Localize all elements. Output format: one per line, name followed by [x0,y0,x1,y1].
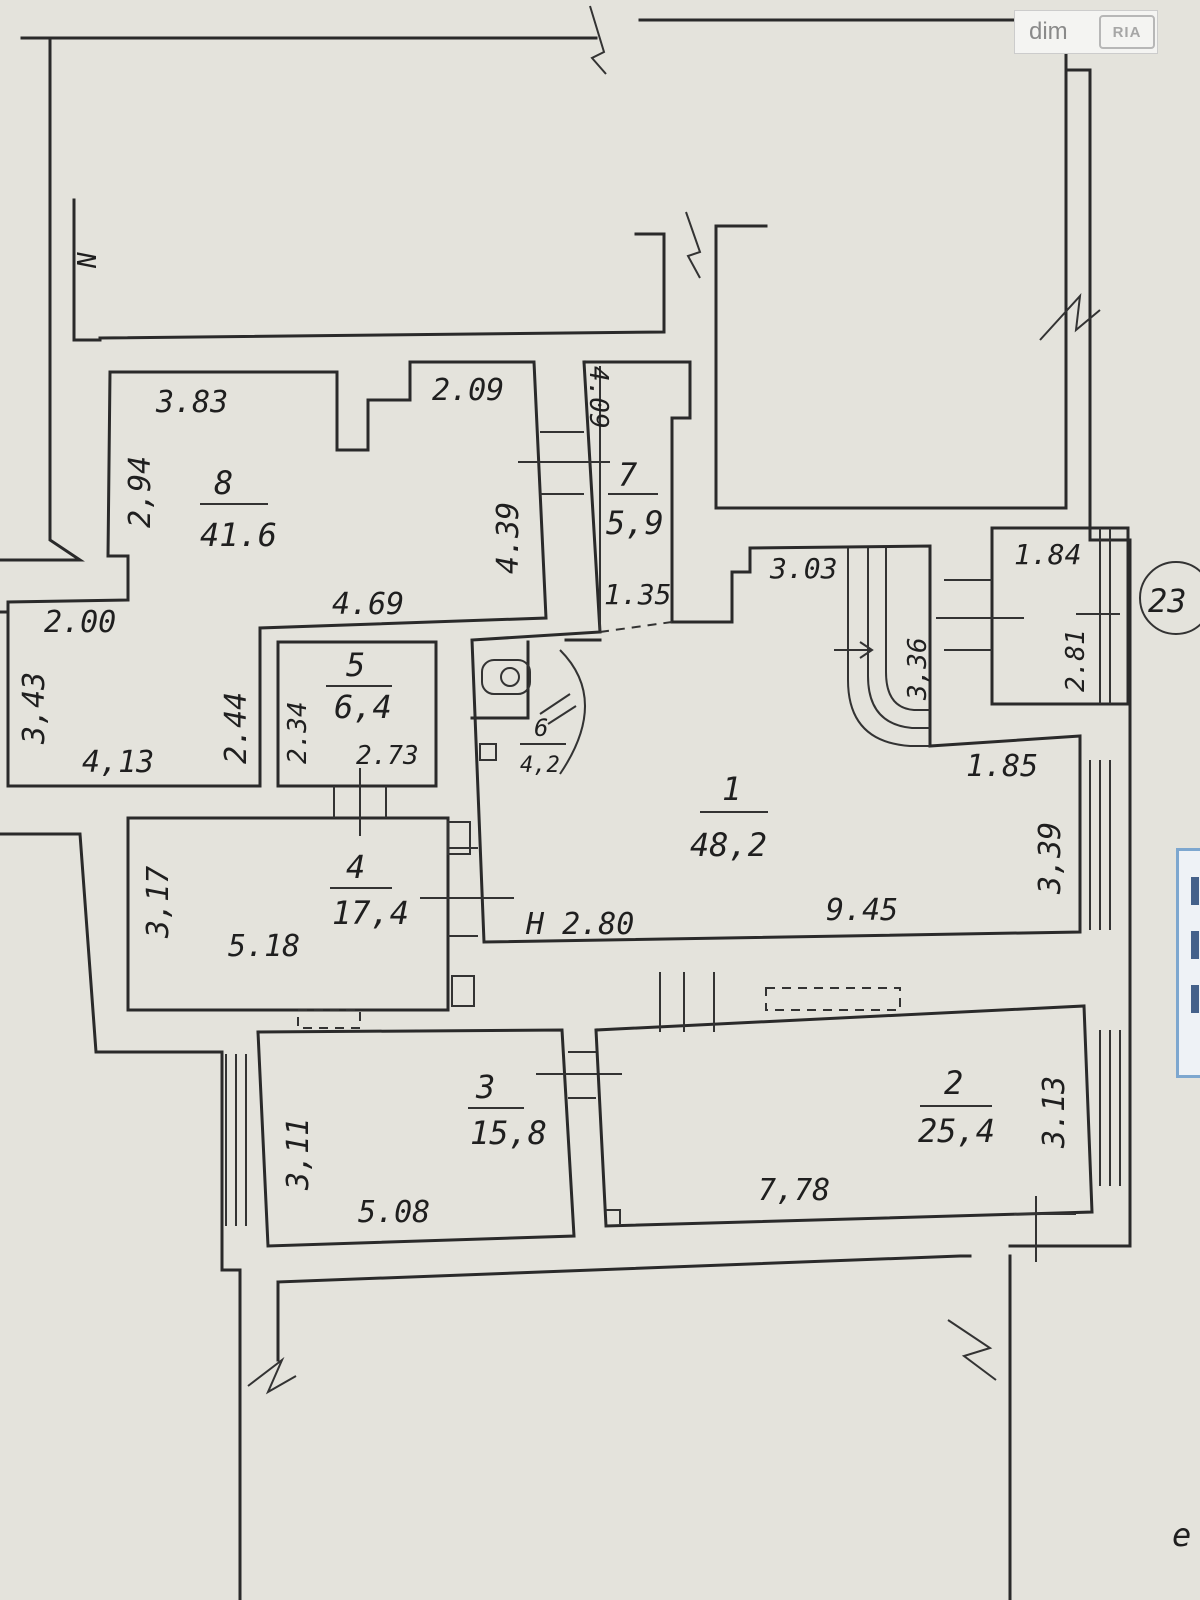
room-number: 2 [944,1064,963,1102]
dimension: 2.44 [219,692,254,764]
room-number: 8 [214,464,233,502]
room-number: 7 [618,456,637,494]
edge-panel [1176,848,1200,1078]
dimension: 7,78 [758,1173,830,1208]
dimension: 3.03 [769,552,837,585]
dimension: 1.84 [1014,538,1081,571]
room-4-walls [126,768,514,1029]
room-4-label: 4 17,4 [330,848,409,932]
room-3-label: 3 15,8 [468,1068,547,1152]
small-room [936,526,1130,706]
room-area: 25,4 [918,1112,995,1150]
dimension: 1.85 [966,749,1038,784]
room-number: 4 [346,848,365,886]
room-area: 41.6 [200,516,277,554]
outer-walls [0,18,1132,1600]
room-7-door-marks [518,366,610,630]
room-8-walls [0,360,548,788]
dimension: 3,43 [17,672,52,745]
building-number-circle [1139,561,1200,635]
dimension: 4.69 [332,587,404,622]
watermark-brand-badge: RIA [1099,15,1155,49]
room-7-walls [470,360,1082,944]
dimension: 5.18 [228,929,300,964]
room-5-walls [276,640,438,788]
dimension: 2.34 [283,701,313,764]
north-mark: N [73,252,103,269]
dimension: 3.13 [1037,1076,1072,1149]
dimension: 3,36 [903,637,933,701]
dimension: 1.35 [604,578,671,611]
dimension: 5.08 [358,1195,430,1230]
room-1-window [1089,760,1111,930]
room-area: 5,9 [606,504,664,542]
edge-letter: e [1172,1516,1191,1554]
watermark-brand: dim [1029,18,1068,45]
room-area: 17,4 [332,894,409,932]
room-2-label: 2 25,4 [918,1064,995,1150]
dimension: 2,94 [123,456,158,528]
dimension: 4.09 [583,366,613,429]
break-marks [247,5,1101,1395]
room-number: 5 [346,646,365,684]
room-8-label: 8 41.6 [200,464,277,554]
dimension: 2.73 [356,741,419,771]
dimension: 4,13 [82,745,154,780]
dimension: 3,39 [1033,822,1068,895]
room-7-label: 7 5,9 [606,456,664,542]
room-6-wc [470,638,602,775]
dimension: 2.00 [44,605,116,640]
room-6-label: 6 4,2 [520,714,566,778]
watermark-logo: dim RIA [1014,10,1158,54]
dimension: 3,11 [281,1118,316,1191]
room-area: 4,2 [520,753,560,778]
dimension: 3.83 [155,385,228,420]
ceiling-height: H 2.80 [525,907,634,942]
room-area: 15,8 [470,1114,547,1152]
room-1-label: 1 48,2 [690,770,768,864]
room-number: 6 [534,714,548,742]
room-area: 6,4 [334,688,392,726]
room-3-walls [225,1028,622,1248]
dimension: 2.09 [432,373,504,408]
edge-panel-mark [1191,877,1199,905]
dimension-labels: 3.83 2.09 2,94 4.39 4.69 2.00 3,43 4,13 … [17,366,1091,1230]
edge-panel-mark [1191,931,1199,959]
stair [834,548,930,747]
room-2-walls [594,972,1121,1262]
dimension: 2.81 [1061,629,1091,692]
dimension: 4.39 [491,502,526,574]
room-5-label: 5 6,4 [326,646,392,726]
building-number: 23 [1148,582,1187,620]
dimension: 3,17 [141,866,176,939]
edge-panel-mark [1191,985,1199,1013]
room-area: 48,2 [690,826,767,864]
dimension: 9.45 [826,893,898,928]
room-number: 3 [475,1068,495,1106]
room-number: 1 [722,770,741,808]
